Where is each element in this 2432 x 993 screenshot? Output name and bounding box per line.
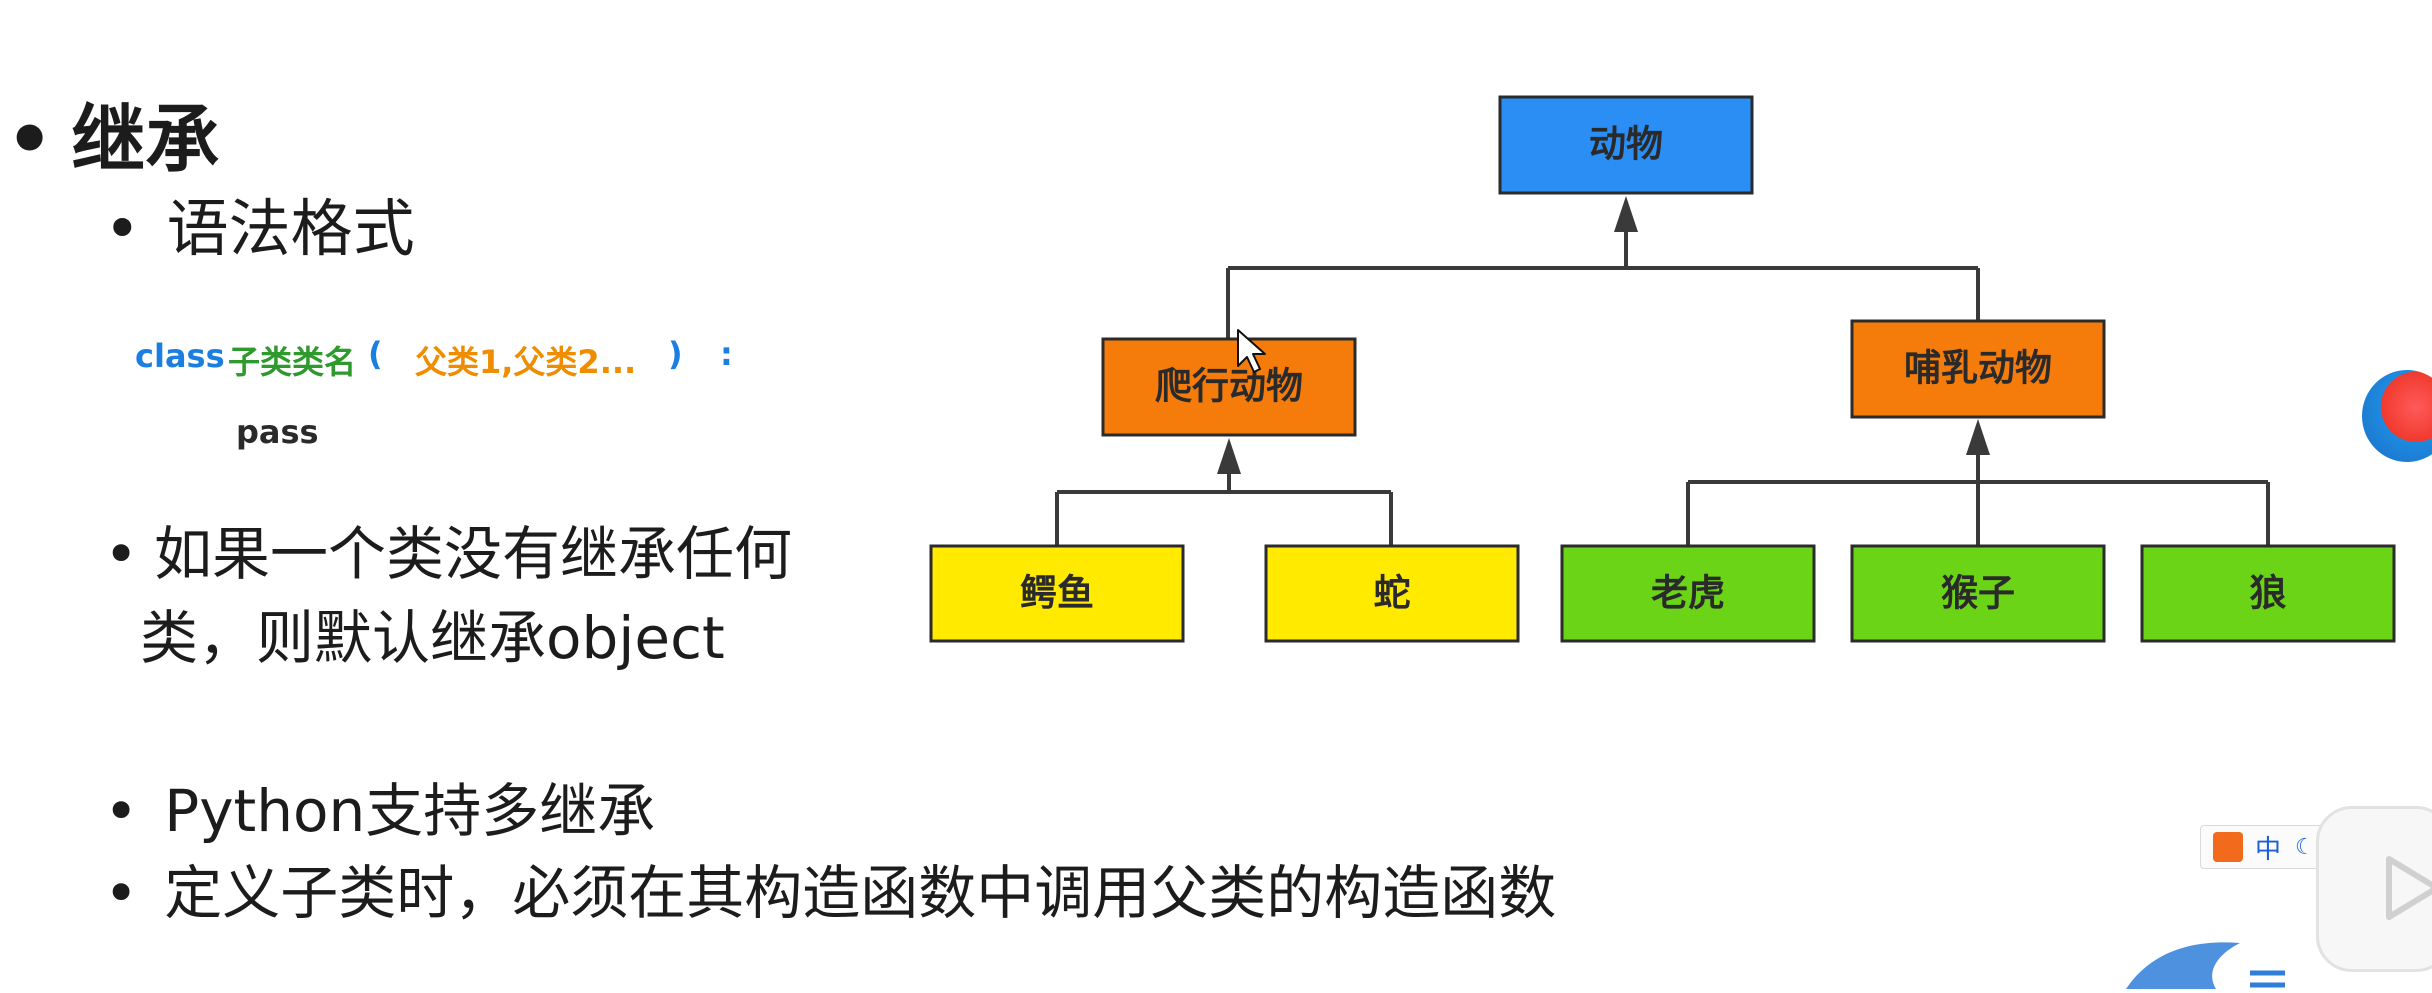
node-mammal: 哺乳动物	[1850, 319, 2106, 419]
ime-logo-icon	[2213, 832, 2243, 862]
node-crocodile: 鳄鱼	[929, 544, 1185, 643]
syntax-item: • 语法格式	[104, 178, 415, 268]
ime-mode-label[interactable]: 中	[2255, 834, 2282, 865]
connectors-root	[1226, 230, 1980, 338]
video-play-widget[interactable]	[2316, 806, 2432, 972]
node-snake: 蛇	[1264, 544, 1520, 643]
point-no-inheritance: • 如果一个类没有继承任何 类，则默认继承object	[104, 512, 884, 680]
code-open-paren: (	[368, 335, 383, 373]
node-tiger: 老虎	[1560, 544, 1816, 643]
point-text: 定义子类时，必须在其构造函数中调用父类的构造函数	[164, 859, 1557, 927]
bullet: •	[6, 97, 54, 183]
music-app-icon[interactable]	[2362, 370, 2432, 462]
point-text: Python支持多继承	[164, 777, 656, 845]
node-label: 猴子	[1941, 572, 2015, 615]
heading-inheritance: • 继承	[6, 80, 219, 187]
node-wolf: 狼	[2140, 544, 2396, 643]
point-line-2: 类，则默认继承object	[140, 604, 725, 672]
mouse-cursor-icon	[1237, 329, 1266, 373]
point-line-1: 如果一个类没有继承任何	[154, 520, 793, 588]
node-label: 蛇	[1374, 572, 1411, 615]
watermark-logo-icon	[2126, 942, 2285, 989]
bullet: •	[104, 859, 139, 927]
arrow-to-reptile	[1217, 438, 1241, 474]
node-label: 爬行动物	[1155, 365, 1303, 408]
bullet: •	[104, 192, 141, 265]
arrow-to-root	[1614, 196, 1638, 232]
node-label: 狼	[2250, 572, 2287, 615]
node-monkey: 猴子	[1850, 544, 2106, 643]
node-label: 哺乳动物	[1904, 347, 2052, 390]
code-close-paren: )	[668, 335, 683, 373]
syntax-label: 语法格式	[166, 192, 415, 265]
node-label: 鳄鱼	[1020, 572, 1094, 615]
point-constructor: • 定义子类时，必须在其构造函数中调用父类的构造函数	[104, 846, 1556, 930]
node-reptile: 爬行动物	[1101, 337, 1357, 437]
code-subclass: 子类类名	[228, 343, 357, 381]
code-body: pass	[236, 413, 319, 451]
code-keyword: class	[135, 337, 225, 375]
play-icon	[2386, 856, 2432, 920]
connectors-mammal	[1686, 455, 2270, 545]
arrow-to-mammal	[1966, 419, 1990, 455]
node-label: 老虎	[1651, 572, 1725, 615]
bullet: •	[104, 777, 139, 845]
node-animal: 动物	[1498, 95, 1754, 195]
heading-title: 继承	[71, 97, 220, 183]
bullet: •	[104, 520, 139, 588]
code-colon: :	[720, 335, 733, 373]
point-multiple-inheritance: • Python支持多继承	[104, 764, 655, 848]
connectors-reptile	[1055, 472, 1393, 545]
code-parents: 父类1,父类2...	[415, 343, 637, 381]
ime-moon-icon[interactable]: ☾	[2295, 834, 2315, 860]
node-label: 动物	[1589, 123, 1663, 166]
